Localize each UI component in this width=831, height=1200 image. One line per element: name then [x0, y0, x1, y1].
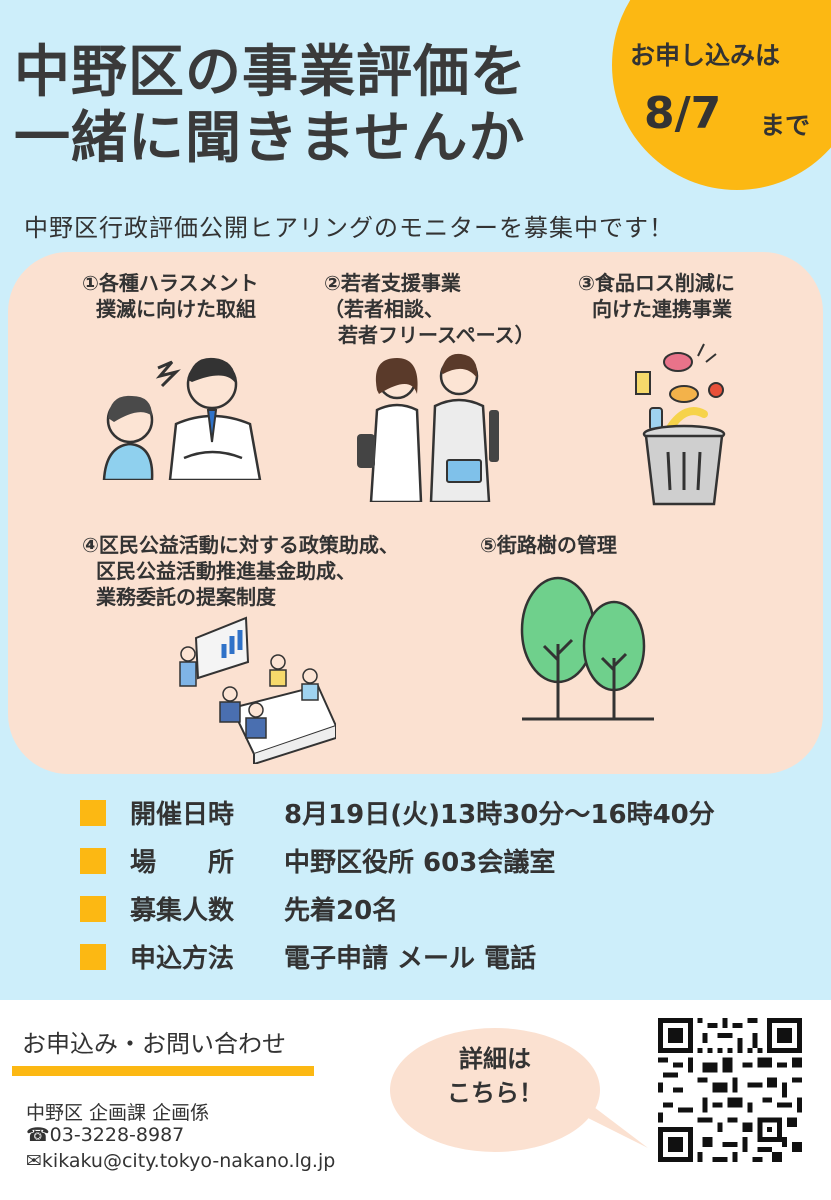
project-1: ①各種ハラスメント 撲滅に向けた取組 [82, 270, 259, 322]
project-4-line-2: 区民公益活動推進基金助成、 [96, 559, 356, 583]
bullet-square [80, 800, 106, 826]
info-label: 募集人数 [130, 896, 235, 926]
info-label: 開催日時 [130, 800, 235, 830]
project-3-line-2: 向けた連携事業 [592, 297, 732, 321]
info-label: 申込方法 [130, 944, 235, 974]
project-4-line-1: ④区民公益活動に対する政策助成、 [82, 533, 399, 557]
bullet-square [80, 896, 106, 922]
subtitle: 中野区行政評価公開ヒアリングのモニターを募集中です！ [24, 214, 674, 242]
project-2: ②若者支援事業 （若者相談、 若者フリースペース） [324, 270, 535, 348]
man-suit [168, 414, 262, 480]
project-1-line-2: 撲滅に向けた取組 [96, 297, 256, 321]
harassment-illustration [102, 357, 262, 480]
speech-bubble-tail [560, 1104, 648, 1148]
anger-mark-icon [155, 360, 181, 388]
contact-title: お申込み・お問い合わせ [22, 1030, 286, 1058]
title-line-1: 中野区の事業評価を [14, 40, 527, 105]
street-trees-illustration [520, 576, 654, 721]
tablet-icon [446, 459, 482, 483]
info-value: 中野区役所 603会議室 [284, 848, 556, 878]
speech-bubble [390, 1028, 600, 1152]
contact-email: ✉kikaku@city.tokyo-nakano.lg.jp [26, 1150, 336, 1172]
project-2-line-3: 若者フリースペース） [338, 323, 535, 347]
info-value: 電子申請 メール 電話 [284, 944, 537, 974]
info-row-method: 申込方法 電子申請 メール 電話 [0, 938, 831, 978]
deadline-tail: まで [760, 111, 811, 140]
info-row-capacity: 募集人数 先着20名 [0, 890, 831, 930]
bubble-line-2: こちら！ [447, 1079, 543, 1107]
contact-section: お申込み・お問い合わせ 中野区 企画課 企画係 ☎03-3228-8987 ✉k… [0, 1000, 831, 1200]
info-label: 場 所 [130, 848, 235, 878]
project-4: ④区民公益活動に対する政策助成、 区民公益活動推進基金助成、 業務委託の提案制度 [82, 532, 399, 610]
info-value: 先着20名 [284, 896, 399, 926]
bubble-line-1: 詳細は [459, 1045, 531, 1073]
page-title: 中野区の事業評価を 一緒に聞きませんか [14, 40, 527, 172]
bag-icon [357, 434, 375, 468]
youth-illustration [357, 353, 499, 502]
meeting-illustration [179, 616, 336, 764]
bullet-square [80, 944, 106, 970]
deadline-lead: お申し込みは [630, 41, 781, 70]
speech-bubble-text: 詳細は こちら！ [440, 1042, 550, 1110]
info-row-place: 場 所 中野区役所 603会議室 [0, 842, 831, 882]
project-3: ③食品ロス削減に 向けた連携事業 [578, 270, 735, 322]
deadline-date: 8/7 [644, 88, 722, 139]
project-2-line-1: ②若者支援事業 [324, 271, 461, 295]
food-waste-illustration [635, 343, 726, 506]
projects-panel [8, 252, 823, 774]
qr-code[interactable] [658, 1018, 802, 1162]
project-5: ⑤街路樹の管理 [480, 532, 617, 558]
project-3-line-1: ③食品ロス削減に [578, 271, 735, 295]
title-line-2: 一緒に聞きませんか [14, 106, 526, 171]
project-1-line-1: ①各種ハラスメント [82, 271, 259, 295]
contact-underline [12, 1066, 314, 1076]
project-4-line-3: 業務委託の提案制度 [96, 585, 276, 609]
info-row-datetime: 開催日時 8月19日(火)13時30分～16時40分 [0, 794, 831, 834]
info-value: 8月19日(火)13時30分～16時40分 [284, 800, 715, 830]
contact-phone: ☎03-3228-8987 [26, 1124, 185, 1146]
contact-dept: 中野区 企画課 企画係 [26, 1102, 210, 1124]
project-5-line-1: ⑤街路樹の管理 [480, 533, 617, 557]
project-2-line-2: （若者相談、 [324, 297, 444, 321]
bullet-square [80, 848, 106, 874]
